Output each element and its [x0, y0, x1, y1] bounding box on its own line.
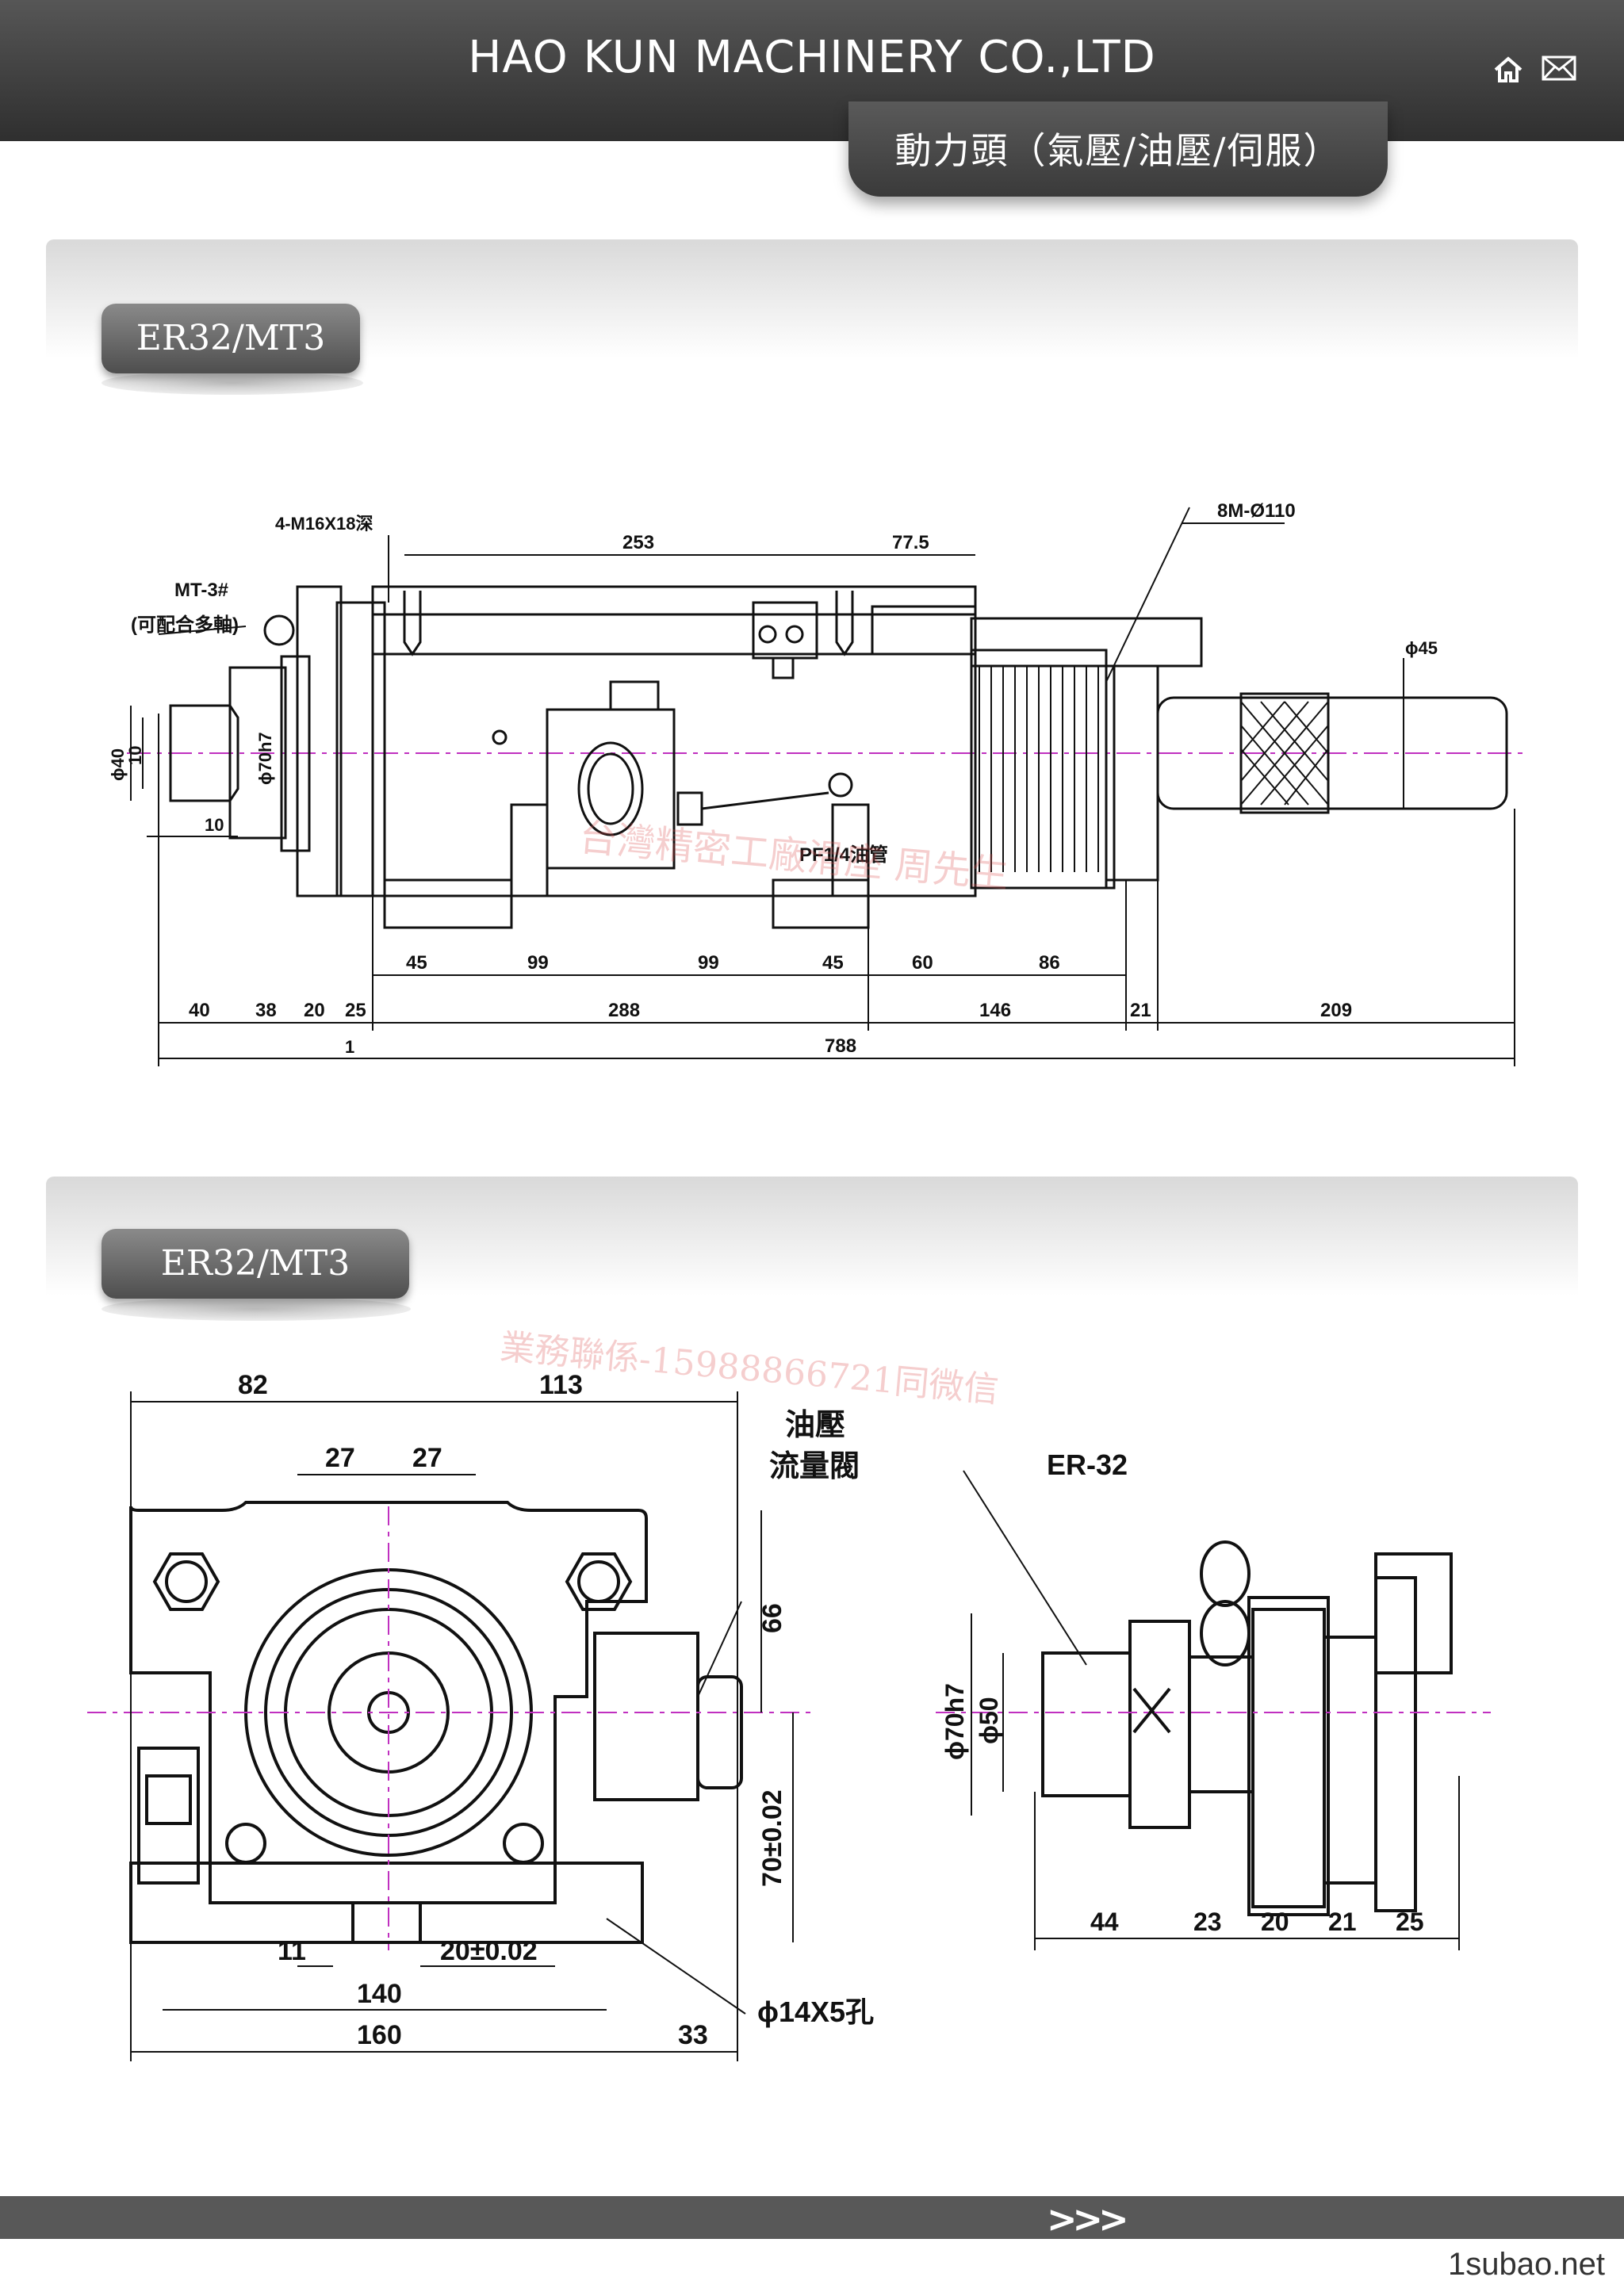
dim-288: 288: [608, 1000, 640, 1021]
note-valve-oil: 油壓: [785, 1409, 845, 1442]
dim-60: 60: [912, 952, 933, 974]
dim-45b: 45: [822, 952, 844, 974]
dim-10b: 10: [125, 746, 145, 765]
section2-label: ER32/MT3: [102, 1229, 409, 1299]
dim-21-end: 21: [1328, 1908, 1357, 1936]
site-watermark: 1subao.net: [1448, 2247, 1605, 2282]
side-view-drawing: 253 77.5 45 99 99 45 60 86 40 38 20 25 2…: [108, 500, 1522, 1066]
front-and-end-view-drawing: 82 113 27 27 66 70±0.02 11 20±0.02 140 1…: [87, 1370, 1491, 2061]
dim-209: 209: [1320, 1000, 1352, 1021]
dim-20-end: 20: [1261, 1908, 1289, 1936]
dim-25-end: 25: [1396, 1908, 1424, 1936]
dim-33: 33: [678, 2020, 708, 2050]
dim-140: 140: [357, 1979, 402, 2009]
mail-icon[interactable]: [1542, 55, 1576, 88]
category-tab-label: 動力頭（氣壓/油壓/伺服）: [894, 129, 1342, 172]
dim-113: 113: [539, 1370, 583, 1400]
dim-20: 20: [304, 1000, 325, 1021]
dim-66: 66: [757, 1603, 787, 1633]
dim-21: 21: [1130, 1000, 1151, 1021]
note-hole: ϕ14X5孔: [757, 1996, 874, 2028]
dim-788: 788: [825, 1035, 856, 1057]
dim-99a: 99: [527, 952, 549, 974]
next-arrows[interactable]: >>>: [1047, 2198, 1129, 2241]
dim-45a: 45: [406, 952, 427, 974]
dim-1: 1: [345, 1037, 354, 1057]
dim-27a: 27: [325, 1443, 355, 1473]
note-taper: MT-3#: [174, 580, 228, 601]
note-valve-flow: 流量閥: [769, 1450, 860, 1483]
dim-253: 253: [622, 532, 654, 553]
dim-dia50: ϕ50: [975, 1697, 1003, 1744]
note-collet: ER-32: [1047, 1448, 1128, 1481]
footer-bar: [0, 2196, 1624, 2239]
section1-label-shadow: [102, 371, 363, 395]
dim-86: 86: [1039, 952, 1060, 974]
dim-82: 82: [238, 1370, 268, 1400]
note-tap: 4-M16X18深: [275, 514, 373, 534]
dim-44: 44: [1090, 1908, 1119, 1936]
note-taper-multi: (可配合多軸): [131, 614, 239, 636]
company-name: HAO KUN MACHINERY CO.,LTD: [468, 32, 1156, 83]
dim-25: 25: [345, 1000, 366, 1021]
dim-160: 160: [357, 2020, 402, 2050]
dim-77-5: 77.5: [892, 532, 929, 553]
home-icon[interactable]: [1492, 55, 1524, 88]
header-icons: [1492, 55, 1576, 88]
note-belt: 8M-Ø110: [1217, 500, 1296, 522]
category-tab[interactable]: 動力頭（氣壓/油壓/伺服）: [848, 101, 1388, 197]
dim-20-tol: 20±0.02: [440, 1936, 538, 1966]
section2-label-shadow: [102, 1297, 411, 1321]
dim-23: 23: [1193, 1908, 1222, 1936]
dim-40: 40: [189, 1000, 210, 1021]
section1-label: ER32/MT3: [102, 304, 360, 373]
note-shaft-dia: ϕ45: [1405, 638, 1438, 658]
dim-11: 11: [278, 1936, 306, 1966]
dim-146: 146: [979, 1000, 1011, 1021]
dim-27b: 27: [412, 1443, 442, 1473]
note-pipe: PF1/4油管: [799, 844, 888, 866]
dim-70-tol: 70±0.02: [757, 1789, 787, 1887]
note-dia40: ϕ40: [108, 748, 128, 781]
dim-dia70: ϕ70h7: [940, 1683, 969, 1760]
dim-10a: 10: [205, 815, 224, 835]
note-dia70: ϕ70h7: [255, 732, 275, 785]
dim-99b: 99: [698, 952, 719, 974]
dim-38: 38: [255, 1000, 277, 1021]
